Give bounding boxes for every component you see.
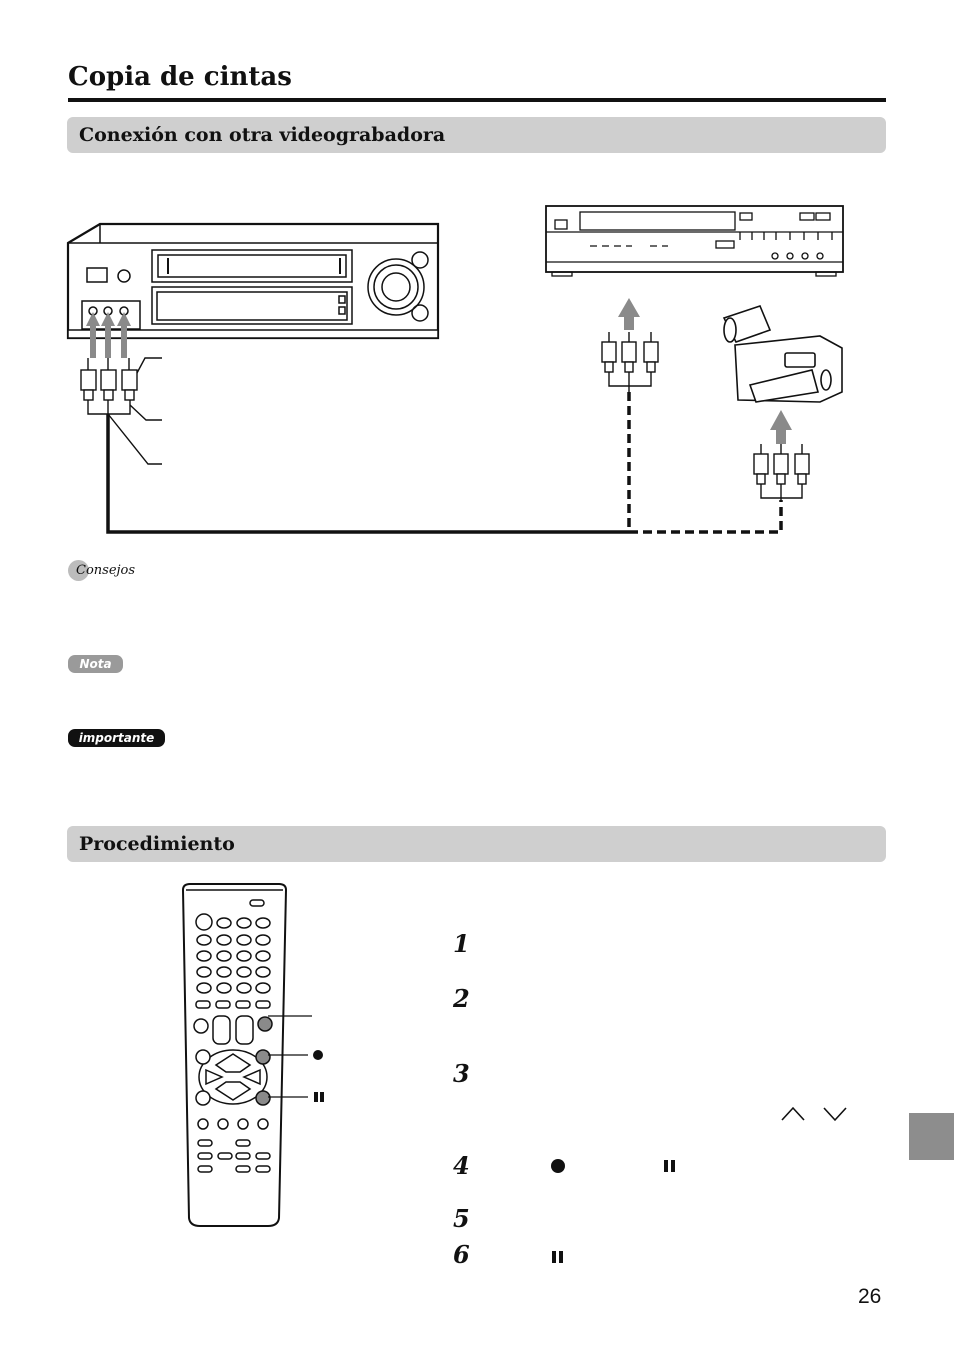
section-title-connection: Conexión con otra videograbadora <box>79 124 446 146</box>
section-header-procedure: Procedimiento <box>67 826 886 862</box>
step-number: 3 <box>453 1059 470 1088</box>
rca-plugs-right <box>753 444 810 500</box>
record-dot-icon <box>551 1159 565 1173</box>
arrow-to-camcorder <box>770 410 792 444</box>
step-number: 4 <box>453 1151 470 1180</box>
pause-icon <box>664 1160 676 1172</box>
title-rule <box>68 98 886 102</box>
record-dot-icon <box>313 1050 323 1060</box>
side-tab <box>909 1113 954 1160</box>
cable-solid <box>106 414 629 534</box>
chevron-down-icon <box>823 1107 847 1122</box>
input-arrows <box>86 312 131 358</box>
chevron-up-icon <box>781 1106 805 1121</box>
step-number: 2 <box>453 984 470 1013</box>
section-title-procedure: Procedimiento <box>79 833 235 855</box>
section-header-connection: Conexión con otra videograbadora <box>67 117 886 153</box>
page-number: 26 <box>858 1285 882 1308</box>
remote-callouts <box>268 1015 312 1098</box>
consejos-icon <box>68 560 89 581</box>
step-number: 5 <box>453 1204 470 1233</box>
vcr-second-illustration <box>545 205 844 277</box>
cable-dashed <box>627 392 783 534</box>
arrow-to-vcr2 <box>618 298 640 330</box>
vcr-main-illustration <box>66 222 440 340</box>
page-title: Copia de cintas <box>68 62 292 92</box>
importante-badge: importante <box>68 729 165 747</box>
pause-icon <box>552 1251 564 1263</box>
camcorder-illustration <box>722 305 843 403</box>
nota-badge: Nota <box>68 655 123 673</box>
step-number: 1 <box>453 929 470 958</box>
rca-plugs-middle <box>601 332 659 392</box>
pause-icon <box>314 1092 325 1102</box>
remote-control-illustration <box>181 883 288 1227</box>
rca-plugs-left <box>80 357 162 465</box>
step-number: 6 <box>453 1240 470 1269</box>
